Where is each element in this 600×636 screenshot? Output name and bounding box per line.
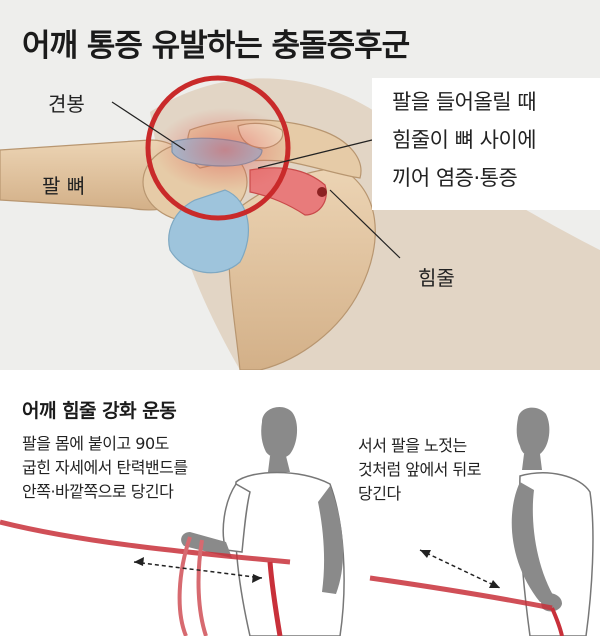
figure-1-forearm [181, 532, 232, 558]
inflammation-glow [155, 108, 295, 192]
band-1-hanging-2 [196, 539, 208, 636]
tendon-leader-line [329, 189, 401, 259]
motion-arrow-1-head-right [252, 574, 262, 583]
band-2-tail [550, 607, 564, 636]
exercise-2-line-3: 당긴다 [358, 484, 401, 503]
page-title: 어깨 통증 유발하는 충돌증후군 [22, 28, 410, 64]
motion-arrow-1-head-left [134, 557, 144, 566]
motion-arrow-2-head-left [420, 550, 431, 558]
label-tendon: 힘줄 [418, 266, 455, 290]
figure-2-head [516, 407, 550, 457]
shoulder-anatomy-illustration [0, 75, 600, 370]
callout-box [372, 78, 600, 210]
anatomy-panel: 어깨 통증 유발하는 충돌증후군 견봉 팔 뼈 힘줄 팔을 들어올릴 때 힘줄이… [0, 0, 600, 370]
figure-2-neck [522, 454, 542, 470]
exercise-1-line-1: 팔을 몸에 붙이고 90도 [22, 434, 169, 453]
motion-arrow-1 [133, 561, 263, 579]
band-1-hanging [177, 536, 192, 636]
callout-line-3: 끼어 염증·통증 [392, 166, 518, 190]
figure-1-head [261, 407, 298, 459]
exercise-1-line-2: 굽힌 자세에서 탄력밴드를 [22, 458, 188, 477]
figure-1-neck [268, 456, 290, 472]
motion-arrow-2-head-right [489, 580, 500, 588]
motion-arrow-2 [419, 549, 501, 589]
scapula-bone [228, 167, 376, 370]
tendon-insertion-dot [317, 187, 327, 197]
exercise-1-line-3: 안쪽·바깥쪽으로 당긴다 [22, 482, 174, 501]
callout-leader-line [257, 139, 373, 169]
label-arm-bone: 팔 뼈 [42, 174, 86, 198]
section-title: 어깨 힘줄 강화 운동 [22, 400, 177, 422]
band-1-vertical [267, 561, 283, 636]
figure-1-right-arm [318, 486, 344, 594]
exercise-figure-2 [511, 407, 594, 636]
label-acromion: 견봉 [48, 92, 85, 116]
exercise-figure-1 [181, 407, 345, 636]
band-1-horizontal [0, 519, 291, 565]
exercise-panel: 어깨 힘줄 강화 운동 팔을 몸에 붙이고 90도 굽힌 자세에서 탄력밴드를 … [0, 372, 600, 636]
exercise-2-line-2: 것처럼 앞에서 뒤로 [358, 460, 481, 479]
exercise-2-line-1: 서서 팔을 노젓는 [358, 436, 467, 455]
callout-line-1: 팔을 들어올릴 때 [392, 90, 537, 114]
figure-1-upper-arm [222, 483, 251, 553]
acromion-leader-line [111, 101, 186, 151]
exercise-illustrations [0, 407, 594, 636]
figure-1-torso [234, 471, 345, 636]
band-2 [369, 575, 553, 611]
figure-2-arm [511, 482, 556, 602]
impingement-highlight-circle [145, 75, 291, 221]
callout-line-2: 힘줄이 뼈 사이에 [392, 128, 537, 152]
